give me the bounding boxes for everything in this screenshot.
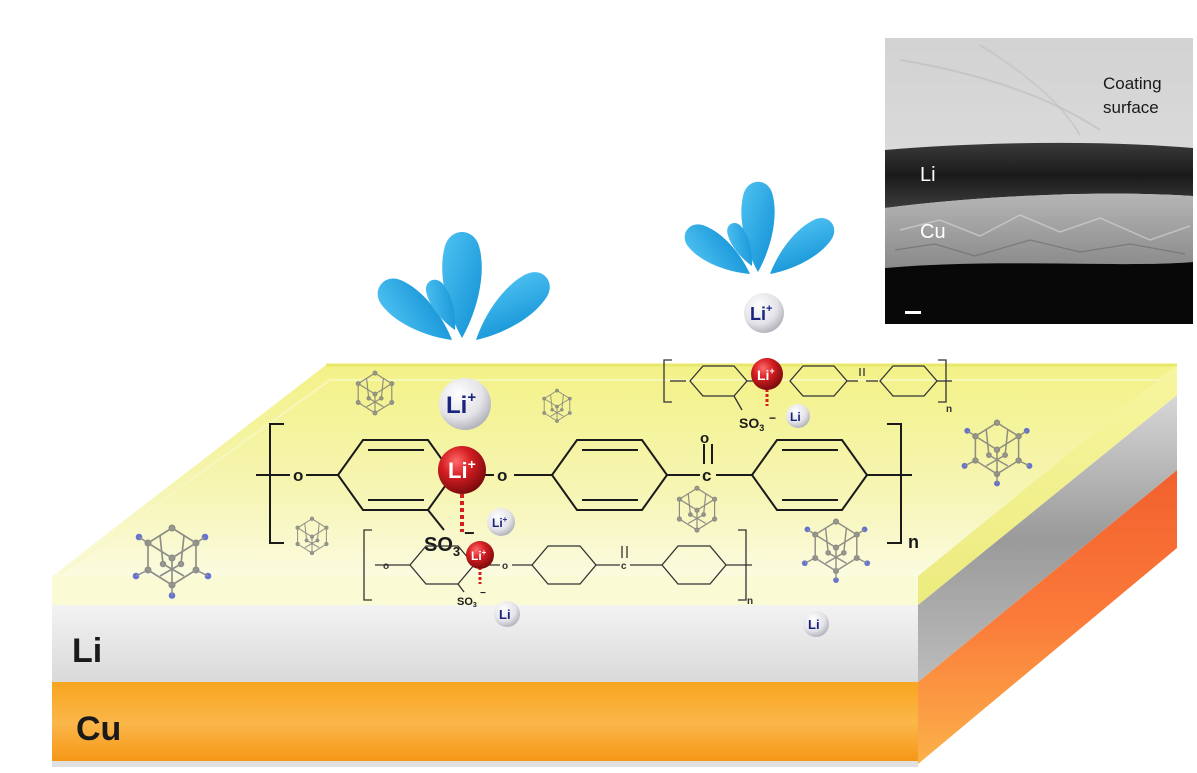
carbon-label: c	[702, 466, 711, 485]
oxygen-label: o	[293, 466, 303, 485]
svg-text:Li+: Li+	[750, 303, 772, 324]
sulfonated-peek-chain-lower	[363, 529, 752, 601]
li-ion: Li	[803, 611, 829, 637]
repeat-index-label: n	[946, 404, 952, 415]
sulfonate-group-main: SO3 −	[424, 523, 475, 559]
li-plus-ion-free: Li+	[744, 293, 784, 333]
oxygen-label: o	[502, 561, 508, 572]
li-plus-ion-free: Li+	[439, 378, 491, 430]
coating-side	[918, 365, 1177, 605]
sulfonated-peek-chain-main	[256, 423, 912, 544]
svg-text:Li: Li	[808, 617, 820, 632]
sulfonate-label: SO3	[739, 415, 764, 433]
sulfonated-peek-chain-upper	[663, 359, 952, 411]
cu-layer-front	[52, 682, 918, 764]
svg-text:Li+: Li+	[757, 366, 775, 383]
li-layer-label: Li	[72, 632, 102, 670]
cu-layer-side	[918, 470, 1177, 764]
li-ion: Li	[786, 404, 810, 428]
scale-bar	[905, 311, 921, 314]
sulfonate-label: SO3	[457, 596, 477, 609]
electrode-slab: Li Cu	[52, 363, 1177, 767]
li-plus-ion-free: Li+	[487, 508, 515, 536]
sulfonate-charge: −	[769, 411, 776, 425]
oxygen-label: o	[497, 466, 507, 485]
oxygen-label: o	[700, 430, 709, 447]
oxygen-label: o	[383, 561, 389, 572]
li-ion: Li	[494, 601, 520, 627]
coating-top	[52, 365, 1177, 576]
sulfonate-group-lower: SO3 −	[457, 588, 486, 609]
li-layer-front	[52, 605, 918, 682]
sulfonate-group-upper: SO3 −	[739, 411, 776, 433]
svg-text:Li+: Li+	[446, 389, 476, 419]
svg-text:Li+: Li+	[471, 548, 487, 563]
svg-text:Li+: Li+	[492, 515, 508, 530]
coating-front	[52, 576, 918, 605]
inset-li-label: Li	[920, 164, 936, 186]
cu-layer-label: Cu	[76, 710, 121, 748]
svg-text:Li: Li	[499, 607, 511, 622]
inset-coating-label: surface	[1103, 98, 1159, 117]
sulfonate-charge: −	[480, 588, 486, 599]
repeat-index-label: n	[747, 596, 753, 607]
repeat-index-label: n	[908, 532, 919, 552]
svg-text:Li+: Li+	[448, 456, 476, 483]
inset-cu-label: Cu	[920, 221, 946, 243]
li-layer-side	[918, 395, 1177, 682]
sulfonate-charge: −	[464, 523, 475, 543]
inset-coating-label: Coating	[1103, 74, 1162, 93]
li-plus-ion-bound: Li+	[438, 446, 486, 494]
li-plus-ion-bound: Li+	[466, 541, 494, 569]
svg-text:Li: Li	[790, 410, 801, 424]
li-plus-ion-bound: Li+	[751, 358, 783, 390]
sem-cross-section-inset: Coating surface Li Cu	[885, 38, 1193, 324]
carbon-label: c	[621, 561, 627, 572]
electrolyte-droplets-left	[369, 232, 558, 354]
electrolyte-droplets-right	[678, 181, 841, 287]
sulfonate-label: SO3	[424, 534, 460, 559]
